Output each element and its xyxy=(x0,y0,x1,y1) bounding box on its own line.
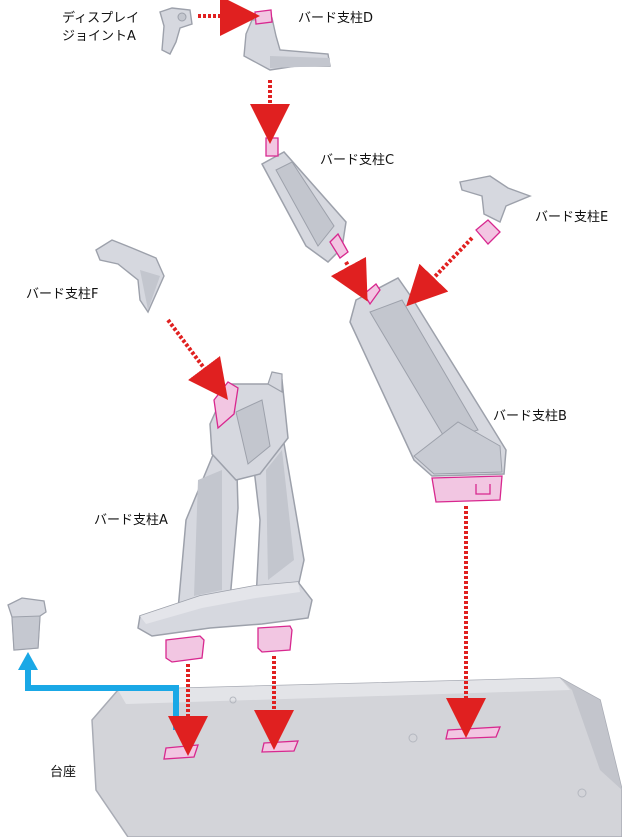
base-platform xyxy=(91,677,622,837)
arrow-e-to-b xyxy=(406,236,474,307)
arrow-c-to-b xyxy=(330,256,368,302)
label-display-joint-line1: ディスプレイ xyxy=(62,11,140,26)
bird-strut-d xyxy=(243,17,331,71)
strut-c-bottom-connector xyxy=(329,232,349,259)
strut-b-bottom-connector xyxy=(431,475,503,503)
blue-arrow xyxy=(18,652,179,730)
base-socket-middle xyxy=(261,740,299,753)
strut-e-connector xyxy=(475,219,501,245)
bird-strut-e xyxy=(459,175,532,223)
label-display-joint-line2: ジョイントA xyxy=(62,29,136,44)
label-bird-strut-e: バード支柱E xyxy=(535,210,609,225)
base-socket-left xyxy=(163,744,199,760)
label-bird-strut-c: バード支柱C xyxy=(320,153,395,168)
label-bird-strut-d: バード支柱D xyxy=(298,11,374,26)
label-bird-strut-a: バード支柱A xyxy=(94,513,168,528)
label-base: 台座 xyxy=(50,765,77,780)
arrow-f-to-a xyxy=(166,318,228,400)
display-joint-a-top xyxy=(159,7,193,55)
strut-a-bottom-connector-right xyxy=(257,625,293,653)
strut-d-connector xyxy=(254,9,273,25)
label-bird-strut-f: バード支柱F xyxy=(26,287,99,302)
strut-b-top-connector xyxy=(363,283,381,306)
red-arrows xyxy=(166,0,486,756)
display-joint-a-small xyxy=(7,597,47,651)
bird-strut-f xyxy=(95,239,165,314)
label-bird-strut-b: バード支柱B xyxy=(493,409,567,424)
bird-strut-a xyxy=(137,371,313,637)
strut-c-top-connector xyxy=(265,137,279,157)
strut-a-bottom-connector-left xyxy=(165,635,205,663)
bird-strut-b xyxy=(349,277,507,477)
